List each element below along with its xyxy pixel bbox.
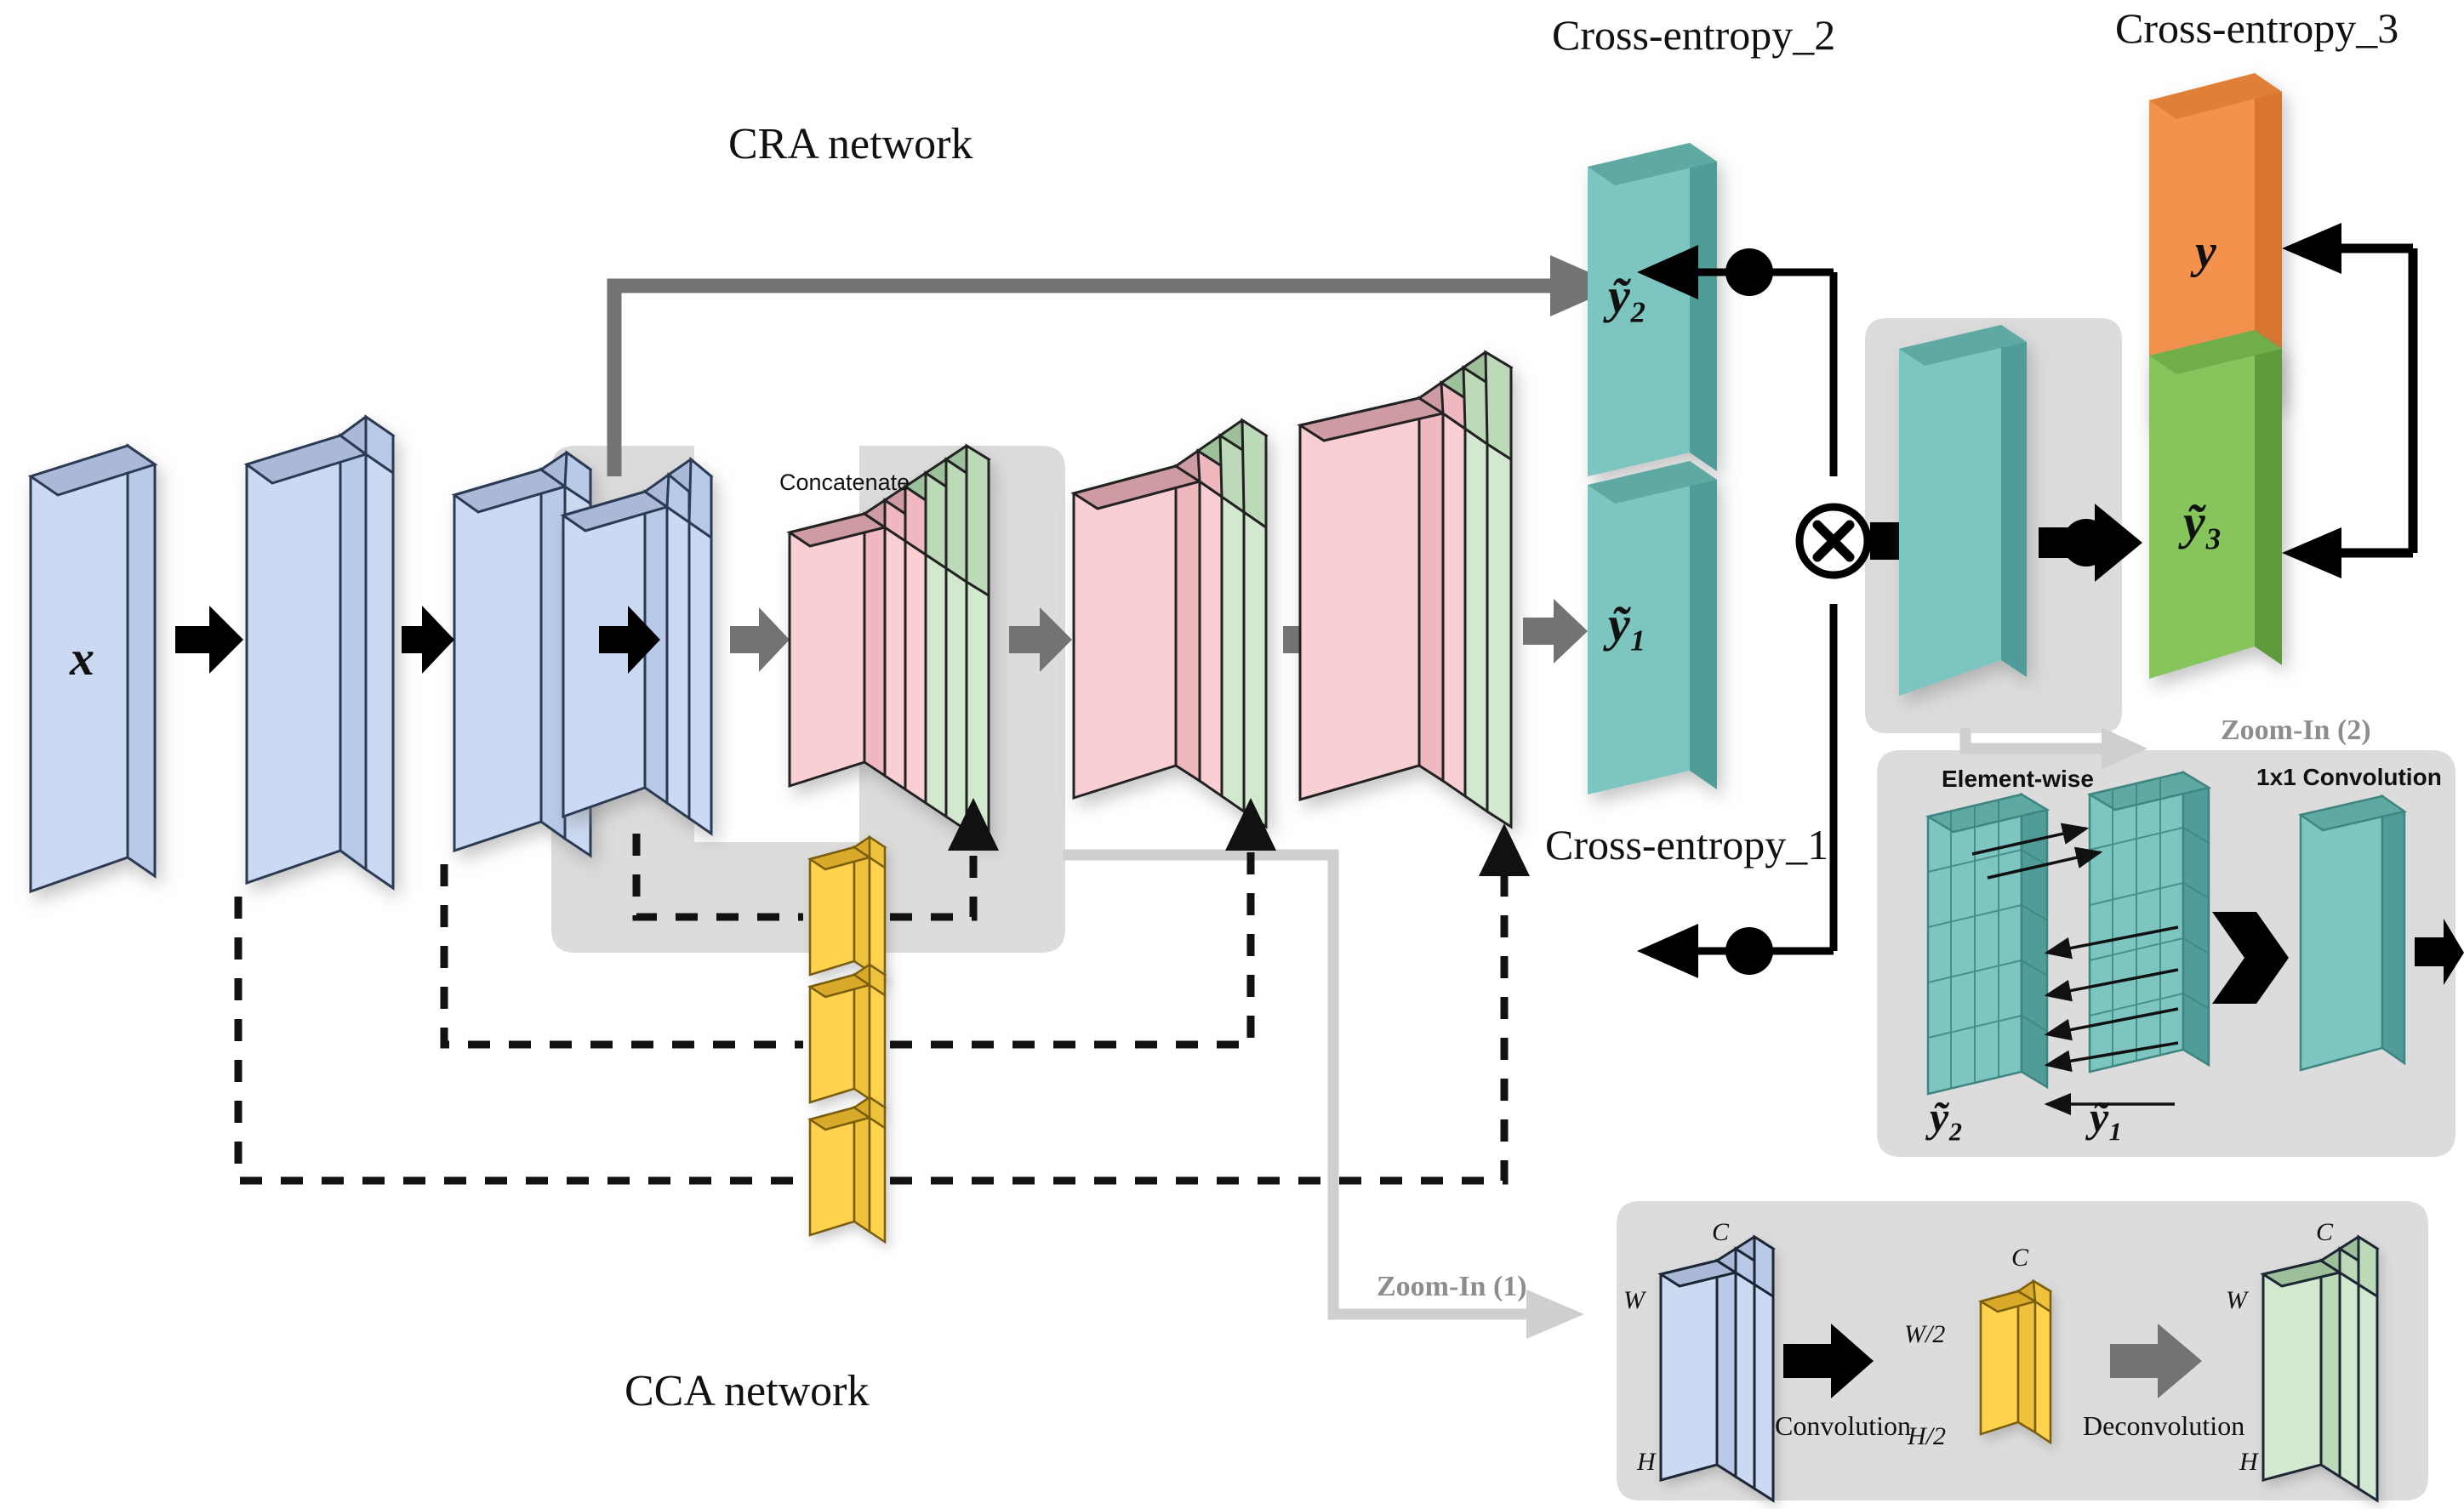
junction-dot-bottom <box>1725 927 1773 975</box>
zoom1-output-block <box>2260 1234 2380 1503</box>
pred-y3-label: ỹ₃ <box>2183 494 2222 550</box>
zoom2-map-y2 <box>1925 792 2050 1096</box>
zoom1-dim-h-half: H/2 <box>1908 1422 1946 1450</box>
zoom1-input-block <box>1657 1234 1776 1503</box>
zoom1-connector <box>1063 849 1584 1339</box>
zoom1-dim-w-half: W/2 <box>1904 1320 1946 1348</box>
concatenate-label: Concatenate <box>779 470 910 495</box>
zoom1-convolution-label: Convolution <box>1775 1410 1912 1441</box>
zoom2-map-y1 <box>2086 770 2212 1073</box>
zoom-in-2-title: Zoom-In (2) <box>2221 715 2371 746</box>
zoom1-dim-h-output: H <box>2239 1448 2258 1476</box>
encoder-arrows <box>175 606 454 674</box>
zoom1-deconvolution-label: Deconvolution <box>2083 1410 2245 1441</box>
block-concat <box>786 443 991 846</box>
skip-dashed-2 <box>440 851 1255 1049</box>
block-stage3 <box>1297 350 1514 829</box>
block-fused-map <box>1899 325 2027 696</box>
block-input-x <box>27 443 158 894</box>
zoom2-y1-label: ỹ₁ <box>2090 1093 2124 1141</box>
cra-network-title: CRA network <box>728 120 973 168</box>
skip-dashed-1-head <box>948 798 999 851</box>
conv-1x1-label: 1x1 Convolution <box>2256 764 2442 790</box>
zoom1-deconv-arrow <box>2110 1324 2202 1398</box>
pred-y1-label: ỹ₁ <box>1608 596 1647 652</box>
zoom2-conv-output-map <box>2297 794 2408 1072</box>
cross-entropy-3-title: Cross-entropy_3 <box>2115 4 2399 52</box>
zoom1-dim-c-output: C <box>2316 1218 2334 1246</box>
zoom1-dim-w-input: W <box>1623 1286 1645 1314</box>
zoom2-connector <box>1959 727 2147 770</box>
ground-truth-y-label: y <box>2195 225 2216 278</box>
skip-dashed-2-head <box>1225 798 1276 851</box>
skip-dashed-3 <box>234 876 1509 1185</box>
zoom2-elementwise-arrows <box>1971 823 2179 1115</box>
pred-y2-label: ỹ₂ <box>1608 268 1647 323</box>
arrow-concat-to-stage2 <box>1009 607 1072 672</box>
block-conv1 <box>243 414 396 891</box>
zoom2-y2-label: ỹ₂ <box>1930 1093 1964 1141</box>
arrow-conv3-to-concat <box>730 607 790 672</box>
block-cca-3 <box>807 1095 887 1244</box>
cross-entropy-2-title: Cross-entropy_2 <box>1552 11 1836 59</box>
junction-dot-top <box>1725 248 1773 296</box>
block-pred-y3 <box>2149 330 2282 679</box>
cra-skip-arrow <box>607 255 1620 476</box>
cross-entropy-1-title: Cross-entropy_1 <box>1545 821 1829 868</box>
cross-entropy-3-bracket <box>2282 223 2418 578</box>
zoom1-dim-h-input: H <box>1637 1448 1656 1476</box>
block-cca-1 <box>807 834 887 984</box>
block-ground-truth-y <box>2149 73 2282 424</box>
multiply-junction-arrowheads <box>1637 245 1773 978</box>
block-conv3 <box>560 456 714 836</box>
block-pred-y1 <box>1588 461 1717 794</box>
zoom2-output-arrow <box>2415 919 2464 985</box>
zoom1-dim-c-input: C <box>1712 1218 1730 1246</box>
output-dot <box>2062 519 2110 567</box>
zoom1-dim-w-output: W <box>2226 1286 2247 1314</box>
input-x-label: x <box>70 630 94 686</box>
cca-network-title: CCA network <box>625 1367 870 1415</box>
block-cca-2 <box>807 962 887 1112</box>
zoom1-compressed-block <box>1977 1278 2053 1445</box>
skip-dashed-3-head <box>1479 823 1530 876</box>
zoom-in-1-title: Zoom-In (1) <box>1377 1271 1527 1302</box>
arrow-x-to-conv1 <box>175 606 243 674</box>
element-wise-label: Element-wise <box>1942 766 2094 792</box>
cra-panel-notch-2 <box>694 766 859 842</box>
arrow-conv1-to-conv2 <box>402 606 454 674</box>
arrow-fused-to-y3 <box>2039 504 2142 582</box>
zoom1-conv-arrow <box>1783 1324 1874 1398</box>
multiply-operator-icon <box>1795 503 1872 579</box>
skip-dashed-1 <box>632 834 978 921</box>
arrow-stage3-to-y1 <box>1523 599 1588 663</box>
zoom2-chevron-arrow <box>2212 912 2289 1004</box>
block-stage2 <box>1070 418 1269 829</box>
block-pred-y2 <box>1588 143 1717 476</box>
zoom1-dim-c-mid: C <box>2011 1244 2029 1272</box>
arrow-conv2-to-conv3-shape <box>599 606 660 674</box>
